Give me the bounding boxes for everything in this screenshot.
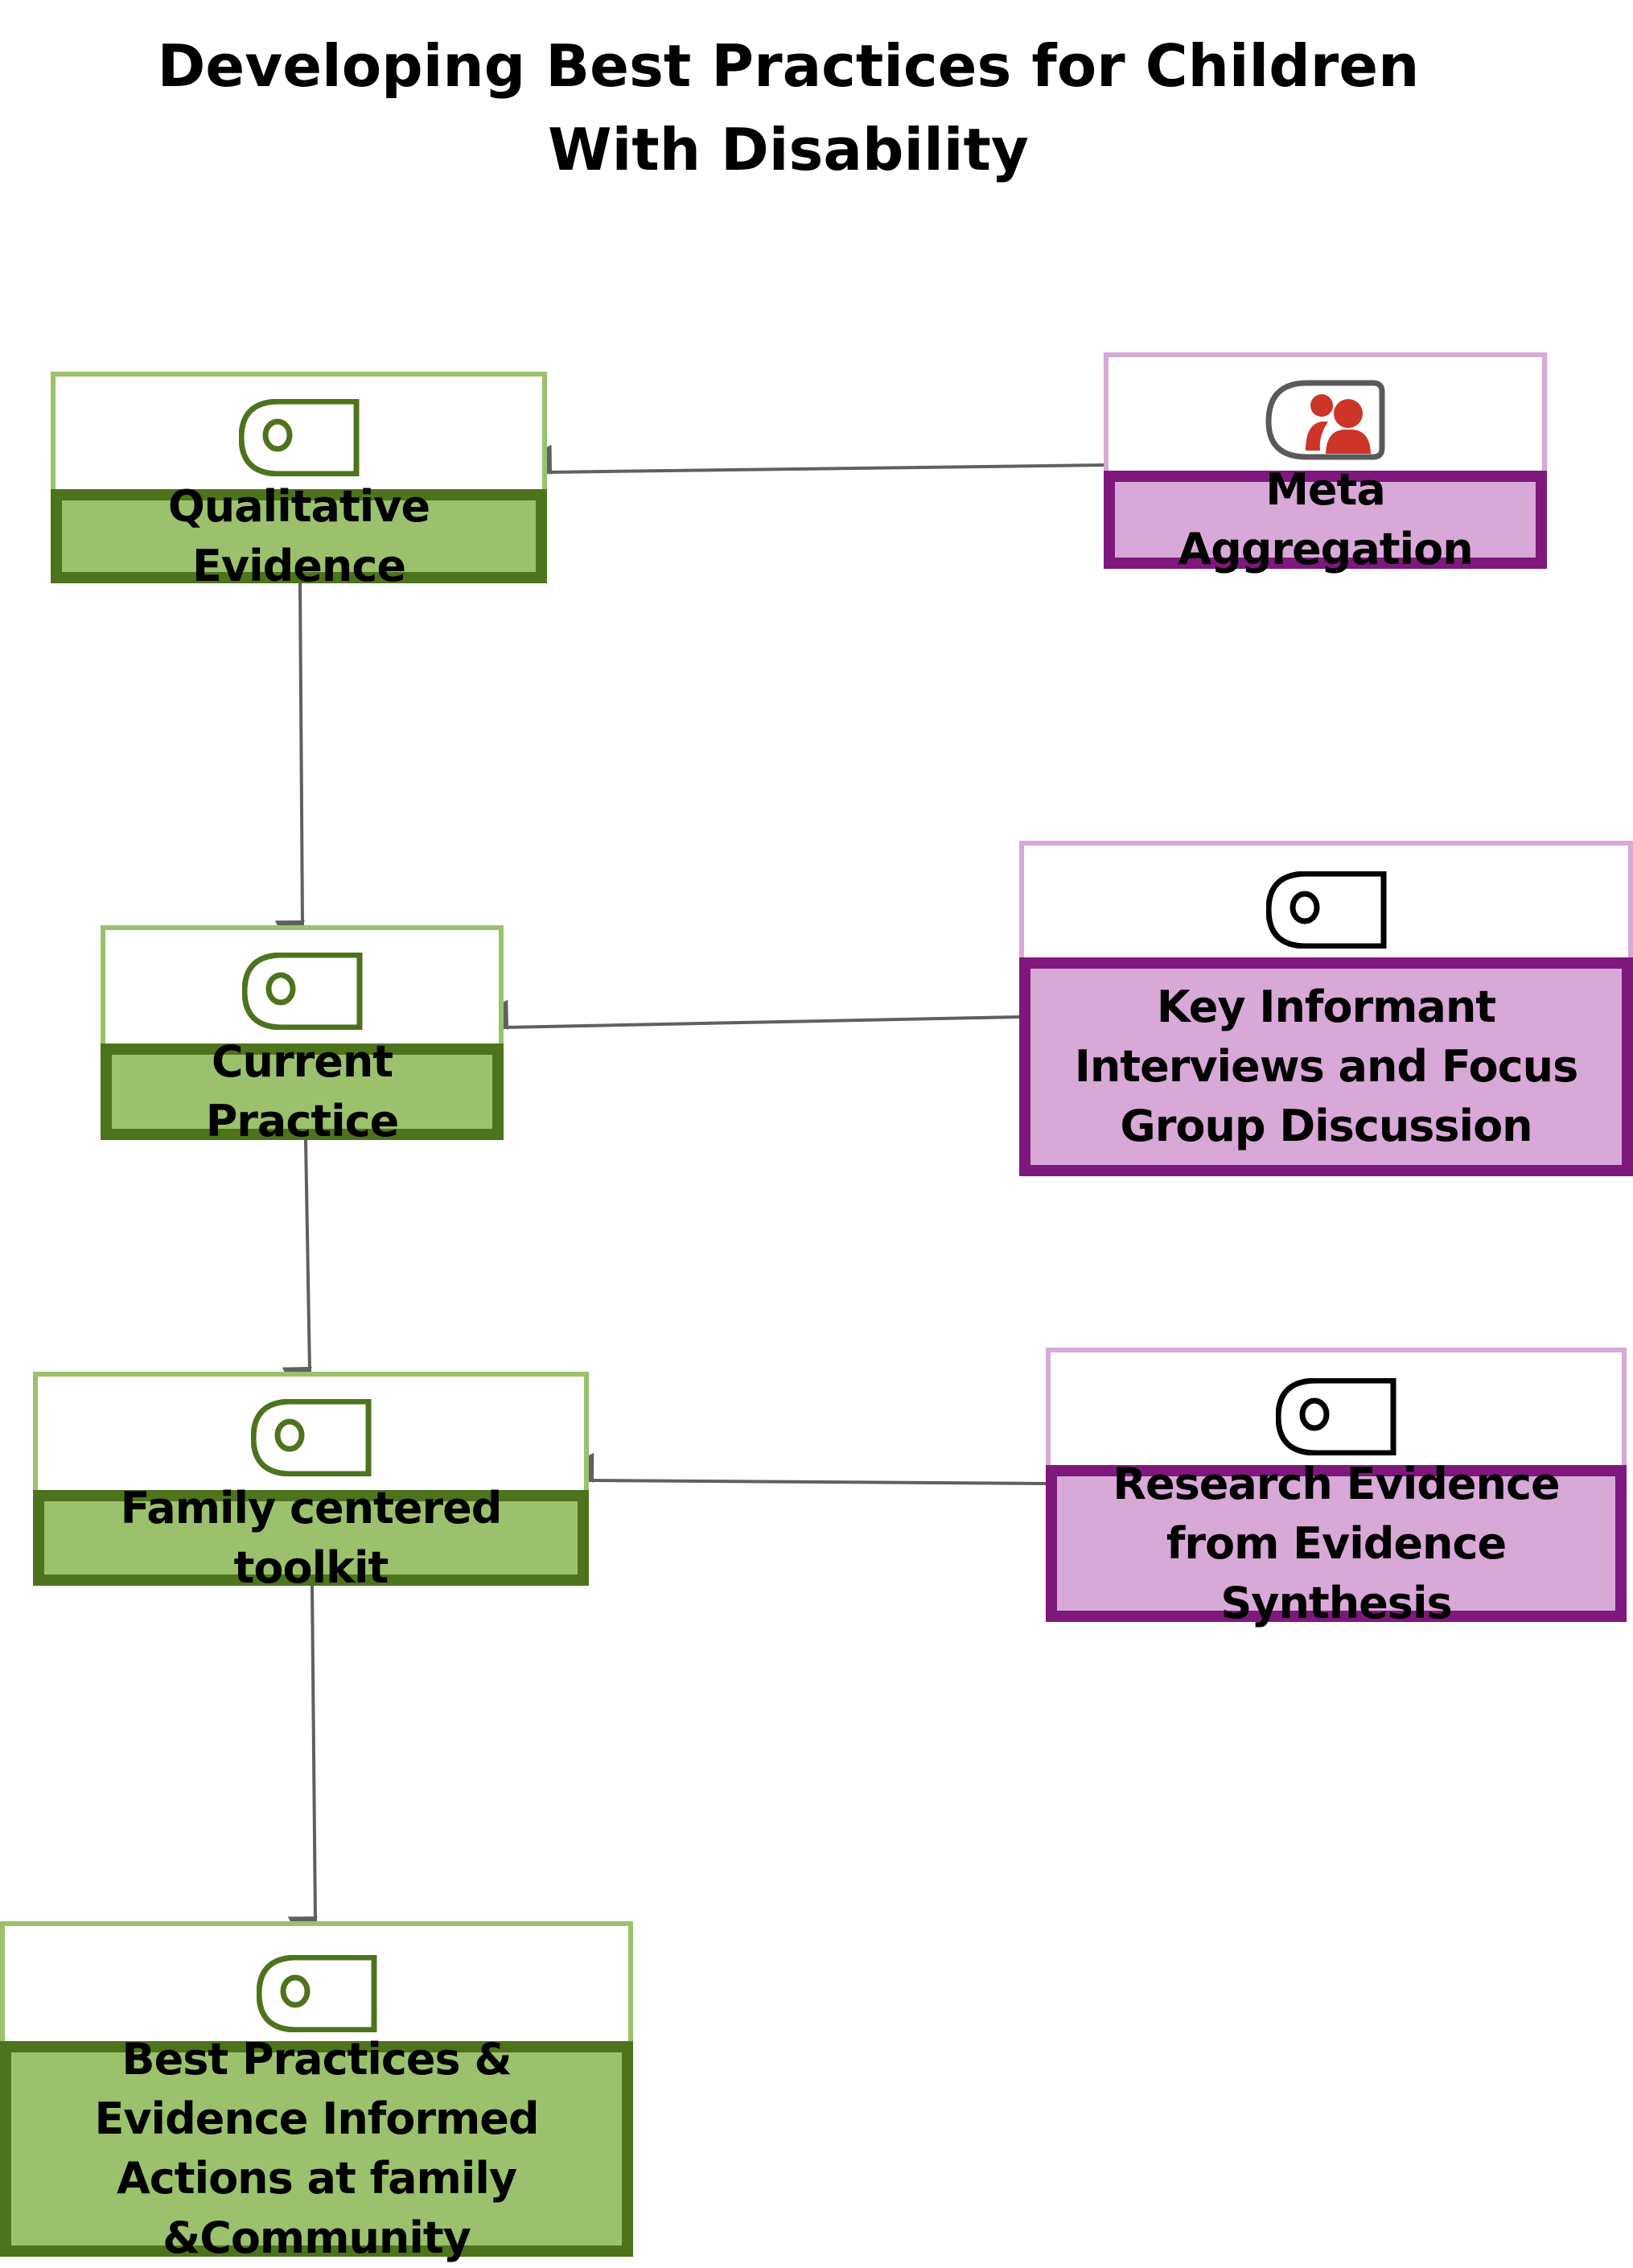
tag-icon <box>1276 1378 1396 1455</box>
node-key-informant-interviews[interactable]: Key Informant Interviews and Focus Group… <box>1019 841 1633 1176</box>
node-family-centered-toolkit[interactable]: Family centered toolkit <box>33 1372 589 1593</box>
edge-research-to-toolkit <box>563 1452 1047 1485</box>
edge-current-to-toolkit <box>282 1139 312 1397</box>
node-label: Best Practices & Evidence Informed Actio… <box>94 2034 539 2263</box>
node-label: Qualitative Evidence <box>167 480 430 591</box>
node-label: Key Informant Interviews and Focus Group… <box>1074 982 1579 1151</box>
node-label: Family centered toolkit <box>120 1482 503 1593</box>
node-research-evidence[interactable]: Research Evidence from Evidence Synthesi… <box>1046 1348 1627 1628</box>
tag-icon <box>1265 871 1386 949</box>
edge-qualitative-to-current <box>274 582 305 951</box>
node-meta-aggregation[interactable]: Meta Aggregation <box>1104 352 1547 574</box>
group-tag-icon <box>1265 380 1384 460</box>
tag-icon <box>238 399 359 476</box>
tag-icon <box>250 1399 371 1476</box>
tag-icon <box>241 953 362 1030</box>
tag-icon <box>256 1955 376 2032</box>
node-label: Research Evidence from Evidence Synthesi… <box>1113 1458 1560 1628</box>
node-qualitative-evidence[interactable]: Qualitative Evidence <box>51 372 547 591</box>
title-line-1: Developing Best Practices for Children <box>157 32 1420 100</box>
edge-meta-to-qualitative <box>521 444 1104 475</box>
edge-toolkit-to-best <box>287 1585 318 1947</box>
title-line-2: With Disability <box>548 116 1029 183</box>
diagram-title: Developing Best Practices for Children W… <box>0 24 1577 191</box>
node-label: Meta Aggregation <box>1178 464 1473 574</box>
node-best-practices[interactable]: Best Practices & Evidence Informed Actio… <box>0 1921 633 2263</box>
node-current-practice[interactable]: Current Practice <box>101 925 504 1146</box>
edge-kii-to-current <box>478 999 1020 1030</box>
node-label: Current Practice <box>205 1036 400 1146</box>
